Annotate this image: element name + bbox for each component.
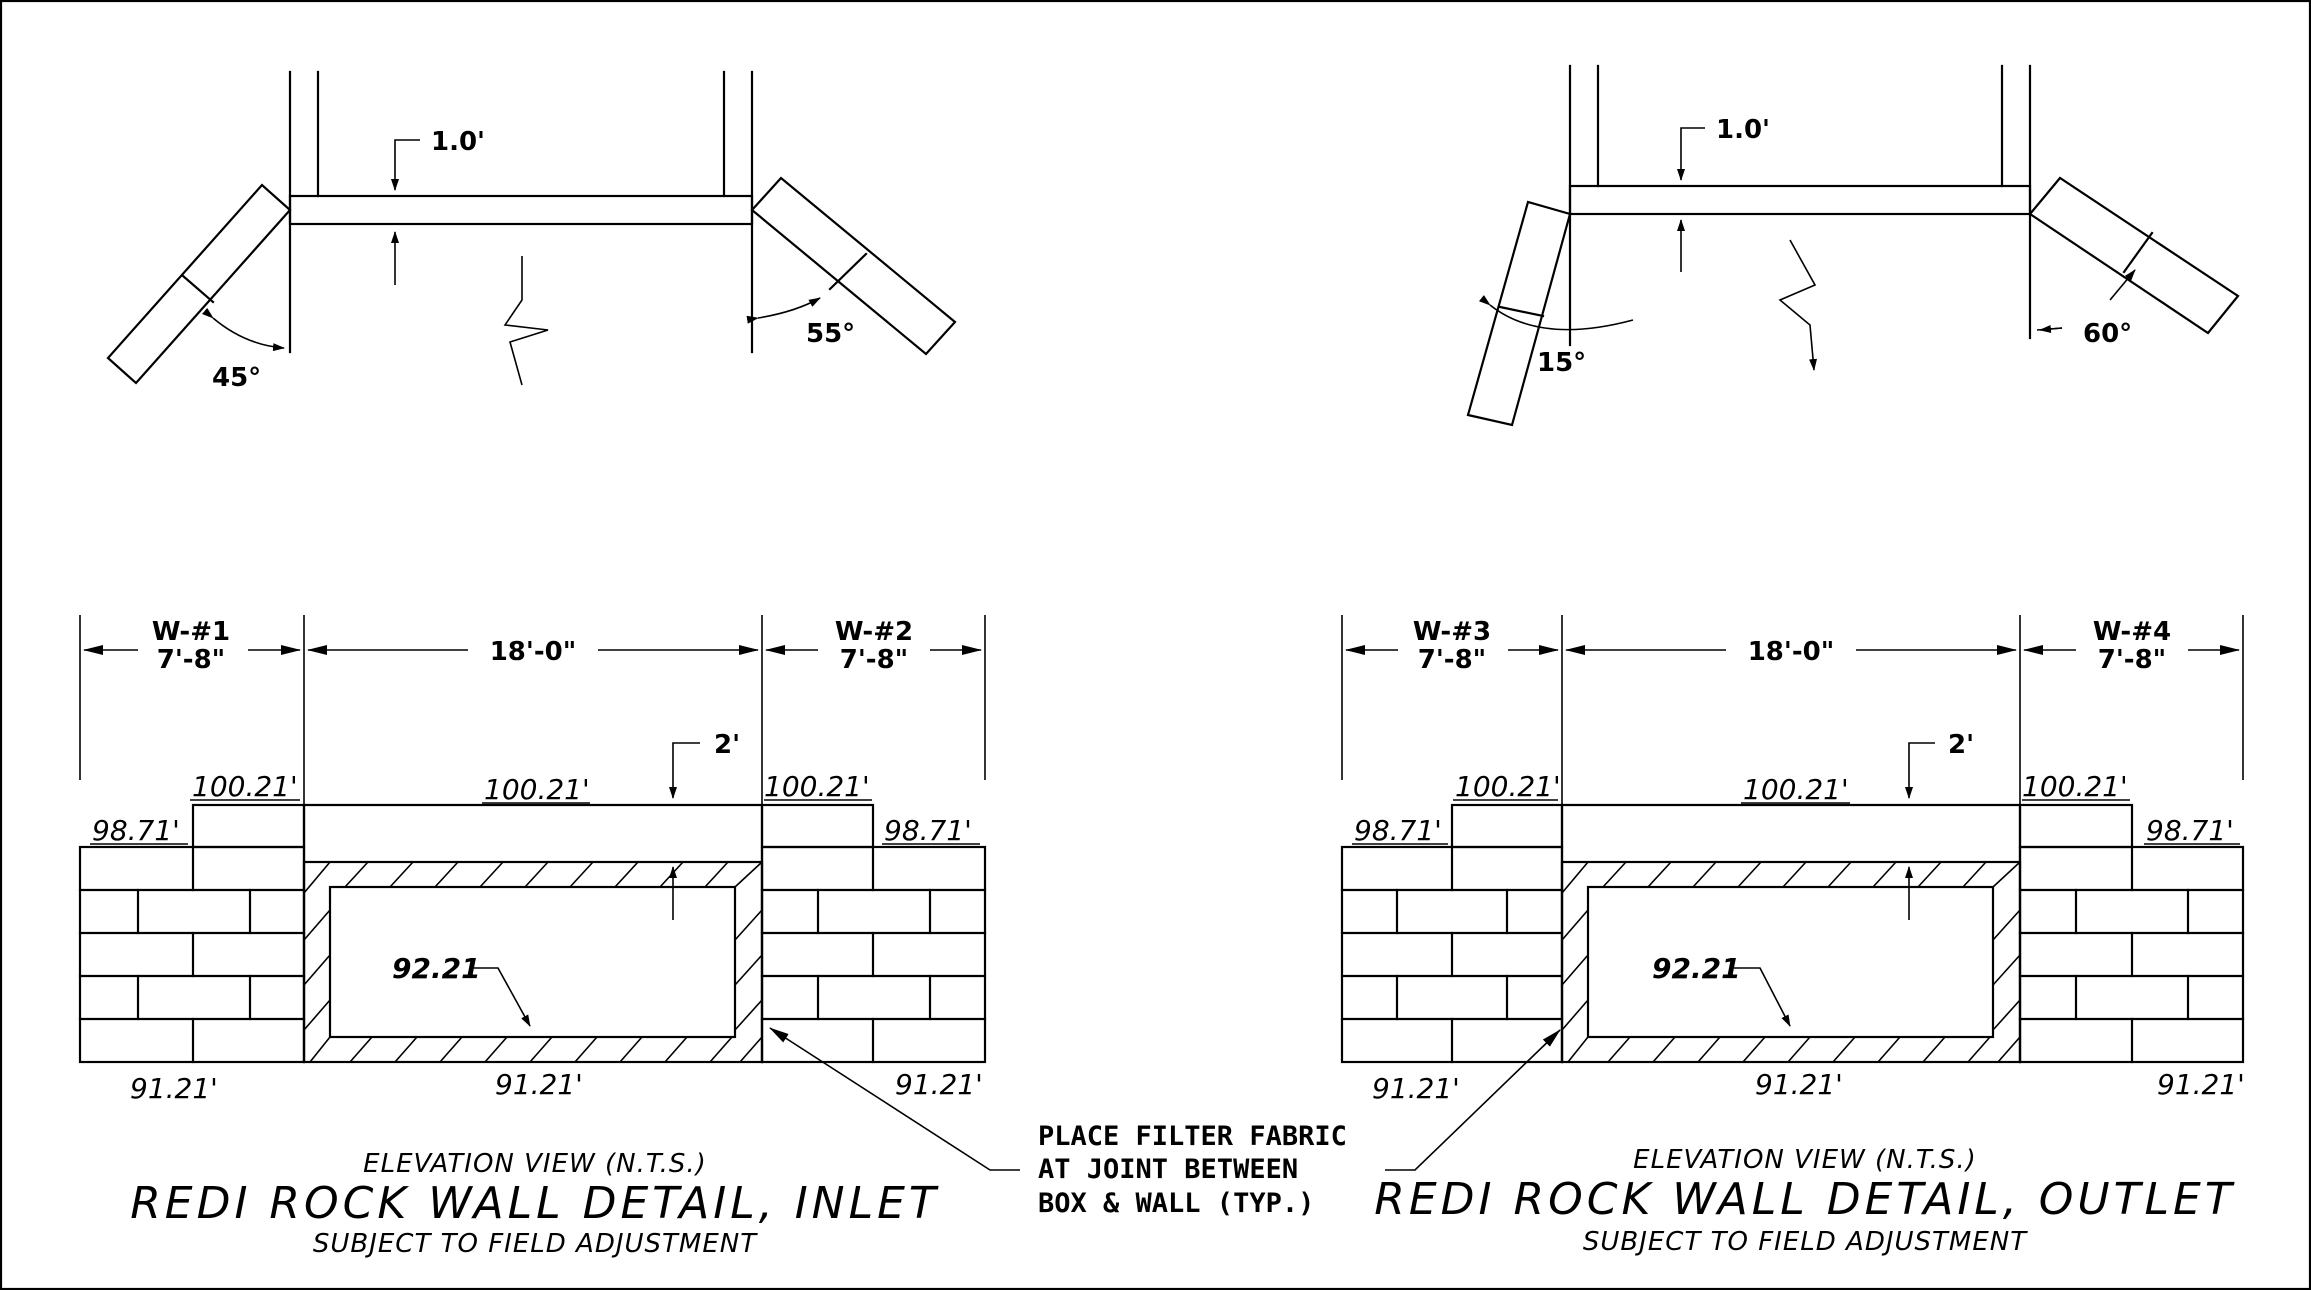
outlet-dim-box-len: 18'-0" (1748, 637, 1835, 667)
inlet-elev-base-right: 91.21' (895, 1068, 983, 1101)
outlet-elev-base-left: 91.21' (1372, 1072, 1460, 1105)
inlet-subtitle: SUBJECT TO FIELD ADJUSTMENT (313, 1229, 758, 1259)
outlet-left-block-wall (1340, 803, 1564, 1064)
inlet-right-block-wall (760, 803, 987, 1064)
inlet-dim-box-len: 18'-0" (490, 637, 577, 667)
inlet-dim-left-wall-id: W-#1 (152, 617, 230, 647)
outlet-dim-right-wall-len: 7'-8" (2098, 645, 2166, 675)
outlet-elev-top-box: 100.21' (1743, 773, 1849, 806)
outlet-elev-base-center: 91.21' (1755, 1068, 1843, 1101)
outlet-box-opening (1586, 885, 1995, 1039)
outlet-slab-thickness: 1.0' (1716, 115, 1770, 145)
filter-fabric-note: PLACE FILTER FABRIC AT JOINT BETWEEN BOX… (769, 1027, 1561, 1219)
outlet-angle-right: 60° (2083, 319, 2132, 349)
inlet-left-block-wall (78, 803, 306, 1064)
outlet-dim-left-wall-len: 7'-8" (1418, 645, 1486, 675)
outlet-dim-left-wall-id: W-#3 (1413, 617, 1491, 647)
outlet-elev-invert: 92.21 (1652, 952, 1741, 985)
outlet-slab-dim: 2' (1948, 730, 1974, 760)
inlet-slab-thickness: 1.0' (431, 127, 485, 157)
note-line-3: BOX & WALL (TYP.) (1038, 1188, 1314, 1219)
inlet-angle-left: 45° (212, 363, 261, 393)
outlet-right-wing (2028, 176, 2240, 335)
note-line-2: AT JOINT BETWEEN (1038, 1154, 1298, 1185)
inlet-box-opening (328, 885, 737, 1039)
outlet-elev-step-right: 98.71' (2146, 814, 2234, 847)
outlet-right-block-wall (2018, 803, 2245, 1064)
outlet-elev-top-right: 100.21' (2022, 770, 2128, 803)
plan-view-inlet: 1.0' 45° 55° (106, 70, 957, 393)
inlet-elev-top-left: 100.21' (192, 770, 298, 803)
inlet-angle-right: 55° (806, 319, 855, 349)
outlet-top-slab (1568, 184, 2032, 216)
inlet-top-slab (288, 194, 754, 226)
outlet-elev-base-right: 91.21' (2157, 1068, 2245, 1101)
inlet-right-wing (750, 176, 957, 356)
outlet-dim-right-wall-id: W-#4 (2093, 617, 2171, 647)
inlet-slab-dim: 2' (714, 730, 740, 760)
inlet-title: REDI ROCK WALL DETAIL, INLET (130, 1178, 940, 1229)
outlet-left-wing (1466, 200, 1572, 427)
note-line-1: PLACE FILTER FABRIC (1038, 1121, 1347, 1152)
inlet-elev-step-right: 98.71' (884, 814, 972, 847)
outlet-elev-step-left: 98.71' (1354, 814, 1442, 847)
inlet-left-wing (106, 183, 292, 385)
outlet-caption: ELEVATION VIEW (N.T.S.) (1633, 1145, 1977, 1175)
inlet-elev-step-left: 98.71' (92, 814, 180, 847)
plan-view-outlet: 1.0' 15° 60° (1466, 64, 2240, 427)
inlet-elev-top-box: 100.21' (484, 773, 590, 806)
inlet-dim-right-wall-len: 7'-8" (840, 645, 908, 675)
inlet-dim-left-wall-len: 7'-8" (157, 645, 225, 675)
inlet-caption: ELEVATION VIEW (N.T.S.) (363, 1149, 707, 1179)
outlet-angle-left: 15° (1537, 348, 1586, 378)
inlet-elev-base-left: 91.21' (130, 1072, 218, 1105)
inlet-dim-right-wall-id: W-#2 (835, 617, 913, 647)
inlet-elev-invert: 92.21 (392, 952, 481, 985)
outlet-subtitle: SUBJECT TO FIELD ADJUSTMENT (1583, 1227, 2028, 1257)
elevation-outlet: W-#3 7'-8" 18'-0" W-#4 7'-8" (1340, 615, 2245, 1257)
outlet-elev-top-left: 100.21' (1455, 770, 1561, 803)
outlet-box-hatching (1561, 861, 2021, 1063)
elevation-inlet: W-#1 7'-8" 18'-0" W-#2 7'-8" (78, 615, 987, 1259)
inlet-elev-top-right: 100.21' (764, 770, 870, 803)
inlet-elev-base-center: 91.21' (495, 1068, 583, 1101)
outlet-title: REDI ROCK WALL DETAIL, OUTLET (1374, 1174, 2235, 1225)
